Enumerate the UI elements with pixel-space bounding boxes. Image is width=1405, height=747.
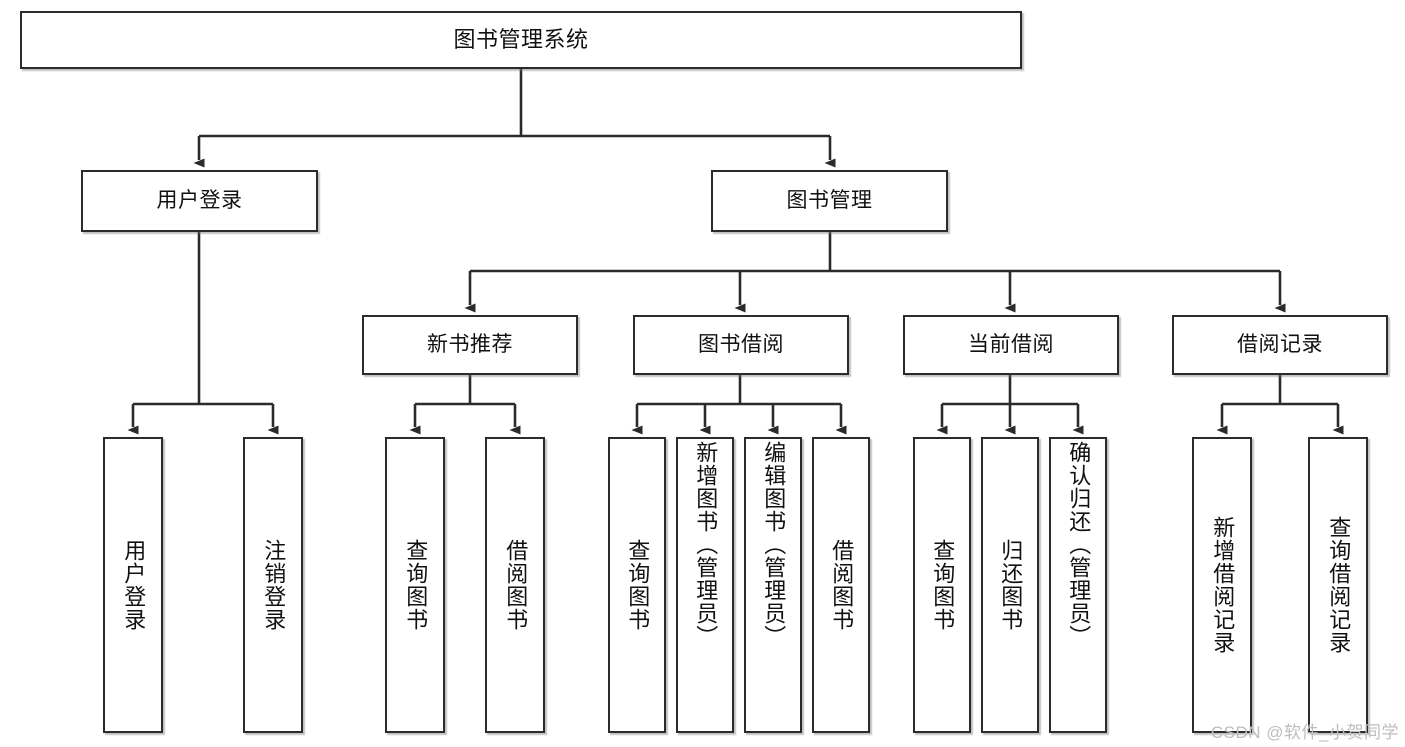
leaf-query-book-current[interactable]: 查询图书 [913,437,971,733]
leaf-user-login[interactable]: 用户登录 [103,437,163,733]
node-label: 用户登录 [156,188,243,212]
node-label: 借阅图书 [829,539,855,631]
node-label: 图书借阅 [698,332,784,356]
leaf-query-book-borrow[interactable]: 查询图书 [608,437,666,733]
node-label: 查询借阅记录 [1326,516,1352,654]
node-label: 用户登录 [121,539,147,631]
leaf-query-book-new-recommend[interactable]: 查询图书 [385,437,445,733]
leaf-return-book[interactable]: 归还图书 [981,437,1039,733]
node-root-book-management-system[interactable]: 图书管理系统 [20,11,1022,69]
leaf-logout-login[interactable]: 注销登录 [243,437,303,733]
node-label: 确认归还（管理员） [1066,441,1092,648]
csdn-watermark: CSDN @软件_小贺同学 [1210,723,1399,742]
node-label: 查询图书 [625,539,651,631]
node-label: 注销登录 [261,539,287,631]
node-label: 归还图书 [998,539,1024,631]
leaf-add-borrow-record[interactable]: 新增借阅记录 [1192,437,1252,733]
node-label: 图书管理 [786,188,873,212]
leaf-edit-book-admin[interactable]: 编辑图书（管理员） [744,437,802,733]
node-label: 新书推荐 [427,332,513,356]
node-label: 新增图书（管理员） [693,441,719,648]
node-book-borrow[interactable]: 图书借阅 [633,315,849,375]
leaf-confirm-return-admin[interactable]: 确认归还（管理员） [1049,437,1107,733]
node-user-login[interactable]: 用户登录 [81,170,318,232]
leaf-add-book-admin[interactable]: 新增图书（管理员） [676,437,734,733]
node-label: 借阅图书 [503,539,529,631]
node-label: 当前借阅 [968,332,1054,356]
node-label: 借阅记录 [1237,332,1323,356]
node-label: 图书管理系统 [453,27,589,53]
node-label: 新增借阅记录 [1210,516,1236,654]
leaf-query-borrow-record[interactable]: 查询借阅记录 [1308,437,1368,733]
leaf-borrow-book-new-recommend[interactable]: 借阅图书 [485,437,545,733]
node-new-book-recommend[interactable]: 新书推荐 [362,315,578,375]
leaf-borrow-book-borrow[interactable]: 借阅图书 [812,437,870,733]
node-book-manage[interactable]: 图书管理 [711,170,948,232]
node-current-borrow[interactable]: 当前借阅 [903,315,1119,375]
node-label: 查询图书 [403,539,429,631]
node-borrow-record[interactable]: 借阅记录 [1172,315,1388,375]
node-label: 查询图书 [930,539,956,631]
node-label: 编辑图书（管理员） [761,441,787,648]
